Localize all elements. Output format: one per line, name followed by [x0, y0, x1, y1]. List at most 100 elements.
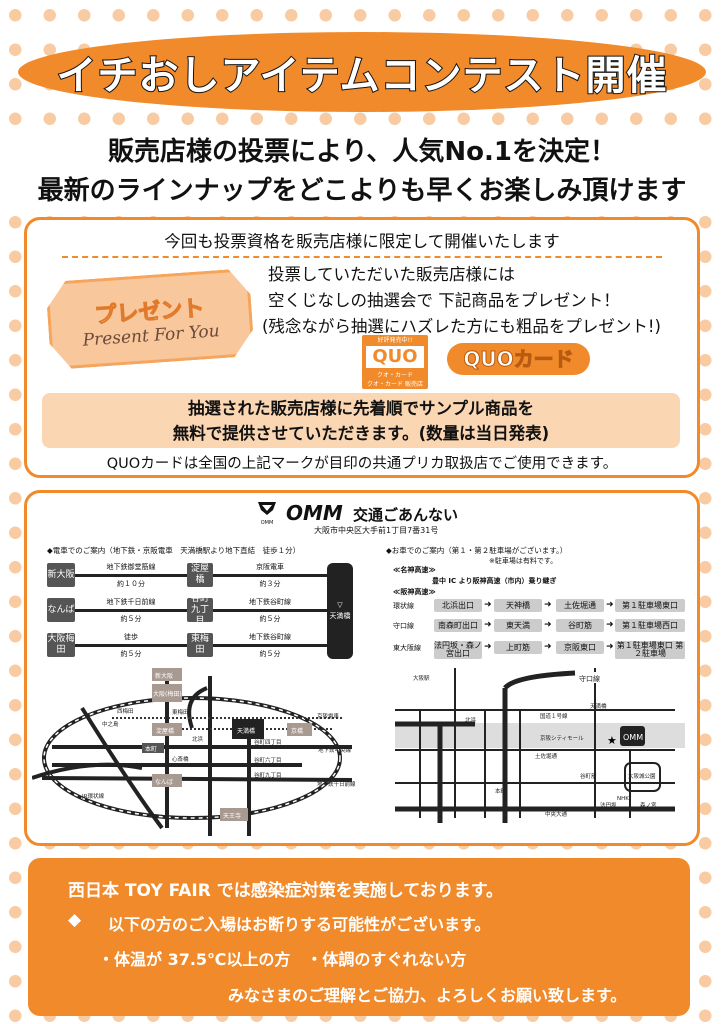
station-box: 東梅田: [187, 633, 213, 657]
prize-line-3: (残念ながら抽選にハズレた方にも粗品をプレゼント!): [262, 317, 661, 336]
route-step: 京阪東口: [556, 641, 604, 654]
map-label: 谷町六丁目: [254, 756, 282, 764]
parking-note: ※駐車場は有料です。: [489, 557, 558, 565]
route-step: 土佐堀通: [556, 599, 604, 612]
quo-mark: QUO: [366, 346, 424, 368]
quo-bottom: クオ・カード: [376, 372, 413, 379]
line-name: 地下鉄谷町線: [249, 633, 291, 641]
travel-time: 約５分: [120, 615, 142, 623]
map-label: 中之島: [102, 720, 119, 728]
route-step: 東天満: [494, 619, 542, 632]
prize-heading: 今回も投票資格を販売店様に限定して開催いたします: [164, 232, 560, 251]
route-line: 守口線: [393, 622, 414, 630]
arrow-right-icon: ➜: [484, 620, 492, 630]
safety-panel: 西日本 TOY FAIR では感染症対策を実施しております。 ◆ 以下の方のご入…: [28, 858, 690, 1016]
quo-shop: クオ・カード 販売店: [367, 381, 423, 388]
map-label: 法円坂: [600, 801, 617, 809]
access-panel: [24, 490, 700, 846]
safety-conditions: ・体温が 37.5℃以上の方 ・体調のすぐれない方: [98, 950, 467, 969]
access-title: 交通ごあんない: [353, 506, 459, 524]
map-label: 京橋: [291, 727, 303, 735]
prize-line-2: 空くじなしの抽選会で 下記商品をプレゼント！: [268, 291, 620, 310]
route-line: 東大阪線: [393, 644, 421, 652]
omm-shield-icon: [258, 502, 276, 515]
subtitle-1: 販売店様の投票により、人気No.1を決定！: [0, 131, 724, 168]
quo-logo: 好評発売中!! QUO クオ・カード クオ・カード 販売店: [362, 335, 428, 389]
map-label-moriguchi: 守口線: [579, 674, 600, 683]
travel-time: 約５分: [259, 615, 281, 623]
map-label: 淀屋橋: [156, 727, 174, 735]
map-label: JR環状線: [81, 792, 104, 800]
map-label: 京阪電車: [317, 712, 340, 720]
map-label: 中央大通: [545, 810, 568, 818]
sample-box: 抽選された販売店様に先着順でサンプル商品を 無料で提供させていただきます。(数量…: [42, 393, 680, 448]
station-box: 大阪梅田: [47, 633, 75, 657]
arrow-right-icon: ➜: [544, 642, 552, 652]
meishin-label: ≪名神高速≫: [393, 566, 436, 574]
divider: [62, 256, 662, 258]
prize-line-1: 投票していただいた販売店様には: [268, 265, 516, 284]
present-badge: プレゼント Present For You: [45, 268, 255, 370]
route-step: 谷町筋: [556, 619, 604, 632]
line-name: 地下鉄千日前線: [106, 598, 156, 606]
hanshin-label: ≪阪神高速≫: [393, 588, 436, 596]
page-title: イチおしアイテムコンテスト開催: [56, 52, 668, 100]
dest-label: 天満橋: [329, 612, 351, 620]
safety-notice: 以下の方のご入場はお断りする可能性がございます。: [108, 915, 491, 934]
route-step: 上町筋: [494, 641, 542, 654]
map-label: 新大阪: [155, 672, 173, 680]
meishin-route: 豊中 IC より阪神高速（市内）乗り継ぎ: [432, 577, 557, 585]
route-step: 第１駐車場東口 第２駐車場: [615, 641, 685, 659]
map-label: 天満橋: [590, 702, 607, 710]
map-label: 大阪城公園: [628, 772, 656, 780]
station-box: なんば: [47, 598, 75, 622]
line-name: 地下鉄谷町線: [249, 598, 291, 606]
map-label: 天満橋: [237, 727, 255, 735]
omm-small: OMM: [260, 520, 274, 526]
quo-card-label: QUOカード: [447, 343, 590, 375]
map-label: 国道１号線: [540, 712, 568, 720]
train-heading: ◆電車でのご案内（地下鉄・京阪電車 天満橋駅より地下直結 徒歩１分）: [47, 546, 301, 555]
route-step: 南森町出口: [434, 619, 482, 632]
station-box: 谷町九丁目: [187, 594, 213, 626]
line-name: 京阪電車: [256, 563, 284, 571]
omm-logo: OMM: [256, 500, 278, 526]
label-backdrop: [578, 672, 604, 683]
map-label: 心斎橋: [172, 755, 189, 763]
map-label: 地下鉄中央線: [318, 746, 352, 754]
route-step: 北浜出口: [434, 599, 482, 612]
arrow-right-icon: ➜: [606, 642, 614, 652]
map-label: 本町: [145, 745, 157, 753]
quo-note: QUOカードは全国の上記マークが目印の共通プリカ取扱店でご使用できます。: [106, 456, 618, 472]
route-step: 天神橋: [494, 599, 542, 612]
street-map: OMM ★ 守口線 大阪駅 国道１号線 土佐堀通 中央大通 大阪城公園 NHK …: [395, 668, 685, 823]
map-label: 本町: [495, 787, 507, 795]
omm-brand: OMM: [286, 501, 343, 525]
safety-closing: みなさまのご理解とご協力、よろしくお願い致します。: [228, 986, 627, 1005]
arrow-right-icon: ➜: [606, 620, 614, 630]
travel-time: 約５分: [120, 650, 142, 658]
sample-line-1: 抽選された販売店様に先着順でサンプル商品を: [187, 399, 534, 418]
arrow-right-icon: ➜: [484, 642, 492, 652]
arrow-right-icon: ➜: [544, 600, 552, 610]
station-box: 淀屋橋: [187, 563, 213, 587]
map-label: 大阪駅: [413, 674, 430, 682]
map-label: 土佐堀通: [535, 752, 558, 760]
car-heading: ◆お車でのご案内（第１・第２駐車場がございます。）: [386, 546, 568, 555]
map-label: 谷町筋: [580, 772, 597, 780]
omm-icon: ▽: [337, 601, 343, 609]
route-step: 第１駐車場東口: [615, 599, 685, 612]
route-line: 環状線: [393, 602, 414, 610]
address: 大阪市中央区大手前1丁目7番31号: [314, 526, 439, 535]
map-label: 森ノ宮: [640, 801, 657, 809]
arrow-right-icon: ➜: [544, 620, 552, 630]
map-label: なんば: [155, 778, 173, 786]
map-label: 地下鉄千日前線: [317, 780, 356, 788]
line-name: 地下鉄御堂筋線: [106, 563, 156, 571]
route-step: 第１駐車場西口: [615, 619, 685, 632]
route-step: 法円坂・森ノ宮出口: [434, 641, 482, 659]
tenmabashi-box: ▽ 天満橋: [327, 563, 353, 659]
map-label: NHK: [617, 796, 629, 802]
sample-line-2: 無料で提供させていただきます。(数量は当日発表): [172, 424, 550, 443]
safety-title: 西日本 TOY FAIR では感染症対策を実施しております。: [68, 881, 504, 901]
